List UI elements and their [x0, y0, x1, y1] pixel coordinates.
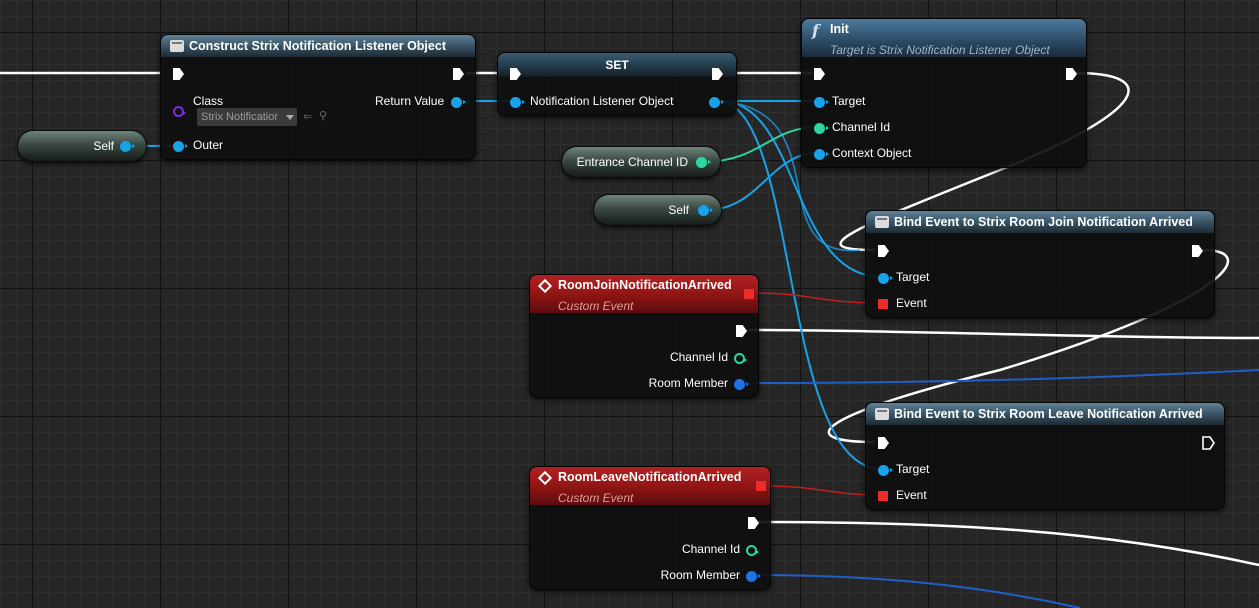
- bind-join-exec-in[interactable]: [878, 245, 889, 257]
- event-leave-subtitle: Custom Event: [558, 491, 634, 505]
- bind-leave-target-label: Target: [896, 462, 930, 476]
- wire-member-leave: [754, 574, 1081, 608]
- construct-title: Construct Strix Notification Listener Ob…: [189, 39, 446, 53]
- init-title: Init: [830, 22, 849, 36]
- set-exec-out[interactable]: [712, 68, 723, 80]
- class-label: Class: [193, 94, 224, 108]
- event-diamond-icon: [537, 278, 553, 294]
- entrance-channel-pin[interactable]: [696, 157, 711, 168]
- bind-join-title: Bind Event to Strix Room Join Notificati…: [894, 215, 1193, 229]
- entrance-channel-node[interactable]: Entrance Channel ID: [561, 146, 721, 178]
- outer-label: Outer: [193, 138, 224, 152]
- event-join-member-pin[interactable]: [734, 379, 749, 390]
- bind-leave-exec-in[interactable]: [878, 437, 889, 449]
- bind-join-exec-out[interactable]: [1192, 245, 1203, 257]
- event-join-member-label: Room Member: [648, 376, 728, 390]
- event-leave-node[interactable]: RoomLeaveNotificationArrived Custom Even…: [529, 466, 771, 590]
- back-arrow-icon[interactable]: ⇐: [303, 111, 313, 123]
- bind-join-target-label: Target: [896, 270, 930, 284]
- event-leave-header: RoomLeaveNotificationArrived Custom Even…: [530, 467, 770, 505]
- event-diamond-icon: [537, 470, 553, 486]
- object-icon: [875, 408, 889, 420]
- self-node[interactable]: Self: [17, 130, 147, 162]
- object-icon: [875, 216, 889, 228]
- bind-join-node[interactable]: Bind Event to Strix Room Join Notificati…: [865, 210, 1215, 318]
- bind-join-event-pin[interactable]: [878, 299, 888, 309]
- set-input-pin[interactable]: [510, 97, 525, 108]
- bind-leave-node[interactable]: Bind Event to Strix Room Leave Notificat…: [865, 402, 1225, 510]
- event-join-channel-pin[interactable]: [734, 353, 747, 364]
- init-header: f Init Target is Strix Notification List…: [802, 19, 1086, 57]
- set-pin-label: Notification Listener Object: [530, 94, 674, 108]
- init-exec-in[interactable]: [814, 68, 825, 80]
- bind-join-header: Bind Event to Strix Room Join Notificati…: [866, 211, 1214, 233]
- entrance-channel-label: Entrance Channel ID: [576, 155, 688, 169]
- function-icon: f: [812, 21, 819, 40]
- construct-node[interactable]: Construct Strix Notification Listener Ob…: [160, 34, 476, 160]
- outer-pin[interactable]: [173, 141, 188, 152]
- wire-member-join: [744, 369, 1259, 384]
- chevron-down-icon: [286, 115, 294, 120]
- event-leave-channel-label: Channel Id: [681, 542, 740, 556]
- bind-leave-title: Bind Event to Strix Room Leave Notificat…: [894, 407, 1203, 421]
- class-select[interactable]: Strix Notificatior: [197, 108, 297, 126]
- event-leave-member-pin[interactable]: [746, 571, 761, 582]
- bind-leave-exec-out[interactable]: [1202, 436, 1215, 450]
- event-join-title: RoomJoinNotificationArrived: [558, 278, 732, 292]
- self-label: Self: [93, 139, 114, 153]
- event-leave-delegate-pin[interactable]: [756, 481, 766, 491]
- bind-leave-target-pin[interactable]: [878, 465, 893, 476]
- init-context-label: Context Object: [832, 146, 912, 160]
- set-exec-in[interactable]: [510, 68, 521, 80]
- exec-wire-eventjoin-out: [745, 328, 1259, 340]
- event-leave-channel-pin[interactable]: [746, 545, 759, 556]
- exec-wire-eventleave-out: [757, 520, 1259, 567]
- return-value-label: Return Value: [375, 94, 445, 108]
- return-value-pin[interactable]: [451, 97, 466, 108]
- construct-header: Construct Strix Notification Listener Ob…: [161, 35, 475, 57]
- init-target-label: Target: [832, 94, 866, 108]
- bind-leave-header: Bind Event to Strix Room Leave Notificat…: [866, 403, 1224, 425]
- event-join-channel-label: Channel Id: [669, 350, 728, 364]
- self-output-pin-2[interactable]: [698, 205, 713, 216]
- object-icon: [170, 40, 184, 52]
- set-output-pin[interactable]: [709, 97, 724, 108]
- event-join-node[interactable]: RoomJoinNotificationArrived Custom Event…: [529, 274, 759, 398]
- event-leave-member-label: Room Member: [660, 568, 740, 582]
- init-context-pin[interactable]: [814, 149, 829, 160]
- event-leave-title: RoomLeaveNotificationArrived: [558, 470, 742, 484]
- search-icon[interactable]: ⚲: [319, 110, 328, 122]
- bind-join-target-pin[interactable]: [878, 273, 893, 284]
- event-join-subtitle: Custom Event: [558, 299, 634, 313]
- event-leave-exec-out[interactable]: [748, 517, 759, 529]
- init-channel-label: Channel Id: [832, 120, 891, 134]
- construct-exec-out[interactable]: [453, 68, 464, 80]
- init-node[interactable]: f Init Target is Strix Notification List…: [801, 18, 1087, 168]
- set-title: SET: [498, 53, 736, 77]
- bind-leave-event-pin[interactable]: [878, 491, 888, 501]
- wire-delegate-join: [753, 292, 881, 304]
- init-target-pin[interactable]: [814, 97, 829, 108]
- self-label-2: Self: [668, 203, 689, 217]
- class-select-value: Strix Notificatior: [201, 111, 279, 123]
- init-channel-pin[interactable]: [814, 123, 829, 134]
- event-join-delegate-pin[interactable]: [744, 289, 754, 299]
- construct-exec-in[interactable]: [173, 68, 184, 80]
- self-output-pin[interactable]: [120, 141, 135, 152]
- init-subtitle: Target is Strix Notification Listener Ob…: [830, 43, 1050, 57]
- wire-delegate-leave: [765, 485, 881, 496]
- self-node-2[interactable]: Self: [593, 194, 722, 226]
- bind-join-event-label: Event: [896, 296, 927, 310]
- init-exec-out[interactable]: [1066, 68, 1077, 80]
- set-node[interactable]: SET Notification Listener Object: [497, 52, 737, 116]
- class-pin[interactable]: [173, 106, 186, 117]
- event-join-exec-out[interactable]: [736, 325, 747, 337]
- bind-leave-event-label: Event: [896, 488, 927, 502]
- event-join-header: RoomJoinNotificationArrived Custom Event: [530, 275, 758, 313]
